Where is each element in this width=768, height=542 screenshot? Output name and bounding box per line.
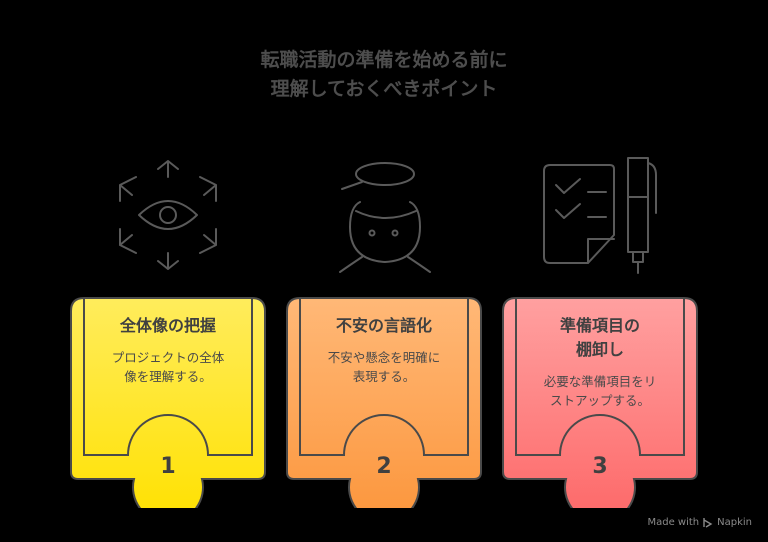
napkin-logo-icon	[703, 518, 713, 528]
step-card-1: 全体像の把握 プロジェクトの全体 像を理解する。 1	[68, 296, 268, 508]
step-card-3: 準備項目の 棚卸し 必要な準備項目をリ ストアップする。 3	[500, 296, 700, 508]
card-title: 全体像の把握	[119, 316, 216, 335]
step-card-2: 不安の言語化 不安や懸念を明確に 表現する。 2	[284, 296, 484, 508]
card-shape	[70, 297, 266, 508]
napkin-brand-label: Napkin	[717, 517, 752, 528]
step-number: 2	[376, 454, 392, 479]
card-description: プロジェクトの全体 像を理解する。	[111, 350, 225, 384]
card-description: 不安や懸念を明確に 表現する。	[327, 350, 441, 384]
title-line-1: 転職活動の準備を始める前に	[260, 49, 508, 71]
card-title: 準備項目の 棚卸し	[559, 316, 640, 359]
checklist-pen-icon	[543, 157, 657, 274]
card-shape	[286, 297, 482, 508]
made-with-label: Made with	[647, 517, 700, 528]
made-with-napkin-badge: Made with Napkin	[647, 517, 752, 528]
title-line-2: 理解しておくべきポイント	[270, 78, 498, 100]
eye-expand-icon	[119, 160, 217, 270]
card-title: 不安の言語化	[335, 316, 432, 335]
step-number: 1	[160, 454, 176, 479]
step-number: 3	[592, 454, 608, 479]
diagram-title: 転職活動の準備を始める前に 理解しておくべきポイント	[0, 46, 768, 104]
person-thought-bubble-icon	[339, 162, 431, 273]
card-description: 必要な準備項目をリ ストアップする。	[543, 374, 657, 408]
card-shape	[502, 297, 698, 508]
